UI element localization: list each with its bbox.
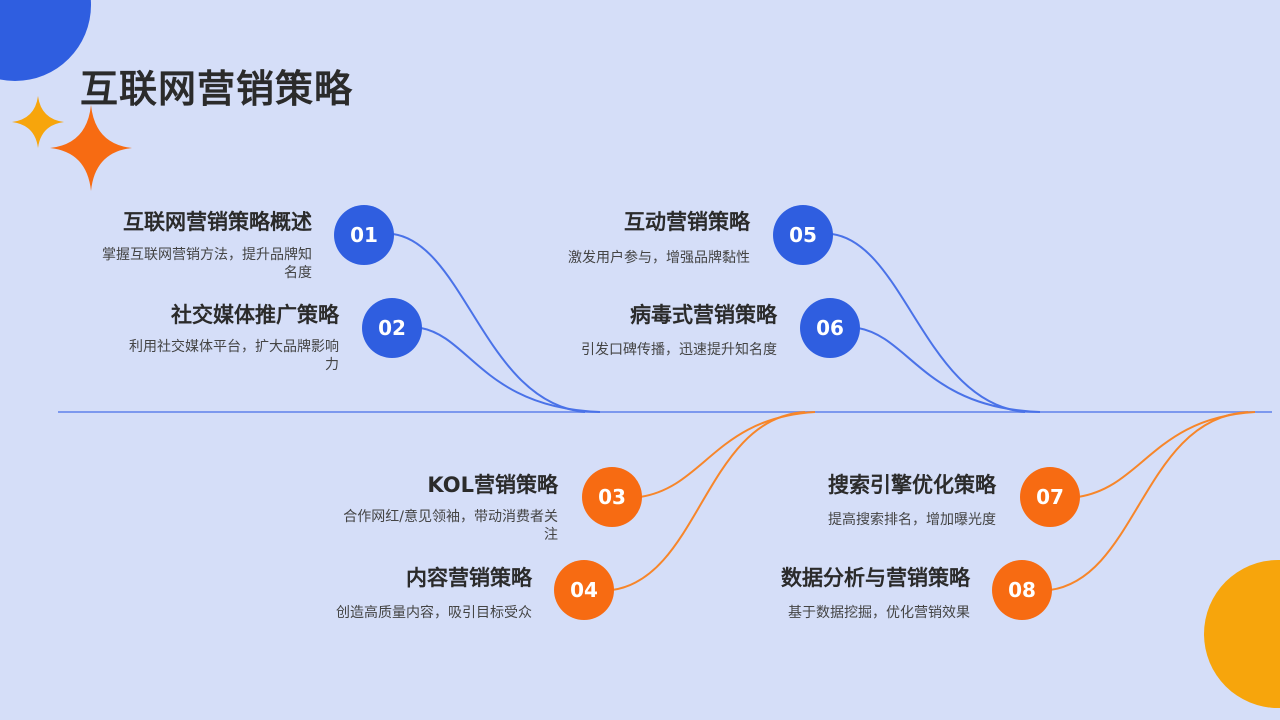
corner-circle-yellow bbox=[1204, 560, 1280, 708]
item-06-number: 06 bbox=[800, 298, 860, 358]
item-03-desc: 合作网红/意见领袖，带动消费者关注 bbox=[343, 509, 558, 543]
item-01-number: 01 bbox=[334, 205, 394, 265]
item-07-heading: 搜索引擎优化策略 bbox=[828, 473, 996, 497]
item-01-desc: 掌握互联网营销方法，提升品牌知名度 bbox=[102, 247, 312, 281]
item-05-desc: 激发用户参与，增强品牌黏性 bbox=[568, 250, 750, 266]
item-04-heading: 内容营销策略 bbox=[406, 566, 532, 590]
connector-07 bbox=[1077, 411, 1256, 498]
corner-circle-blue bbox=[0, 0, 91, 81]
item-03-heading: KOL营销策略 bbox=[427, 473, 558, 497]
item-02-number: 02 bbox=[362, 298, 422, 358]
item-07-number: 07 bbox=[1020, 467, 1080, 527]
item-02-heading: 社交媒体推广策略 bbox=[171, 303, 339, 327]
connector-04 bbox=[611, 411, 806, 591]
connector-01 bbox=[392, 233, 586, 413]
item-03-number: 03 bbox=[582, 467, 642, 527]
item-02-desc: 利用社交媒体平台，扩大品牌影响力 bbox=[129, 339, 339, 373]
connector-02 bbox=[420, 327, 601, 413]
item-08-desc: 基于数据挖掘，优化营销效果 bbox=[788, 605, 970, 621]
page-title: 互联网营销策略 bbox=[80, 67, 354, 111]
item-01-heading: 互联网营销策略概述 bbox=[123, 210, 312, 234]
star-large-icon bbox=[50, 105, 132, 191]
item-06-heading: 病毒式营销策略 bbox=[630, 303, 777, 327]
item-08-heading: 数据分析与营销策略 bbox=[781, 566, 970, 590]
connector-08 bbox=[1049, 411, 1249, 591]
item-04-number: 04 bbox=[554, 560, 614, 620]
item-05-number: 05 bbox=[773, 205, 833, 265]
item-05-heading: 互动营销策略 bbox=[624, 210, 750, 234]
item-07-desc: 提高搜索排名，增加曝光度 bbox=[828, 512, 996, 528]
connector-06 bbox=[857, 327, 1041, 413]
connector-05 bbox=[831, 233, 1026, 413]
item-06-desc: 引发口碑传播，迅速提升知名度 bbox=[581, 342, 777, 358]
star-small-icon bbox=[12, 96, 64, 148]
connector-03 bbox=[639, 411, 816, 498]
item-04-desc: 创造高质量内容，吸引目标受众 bbox=[336, 605, 532, 621]
item-08-number: 08 bbox=[992, 560, 1052, 620]
